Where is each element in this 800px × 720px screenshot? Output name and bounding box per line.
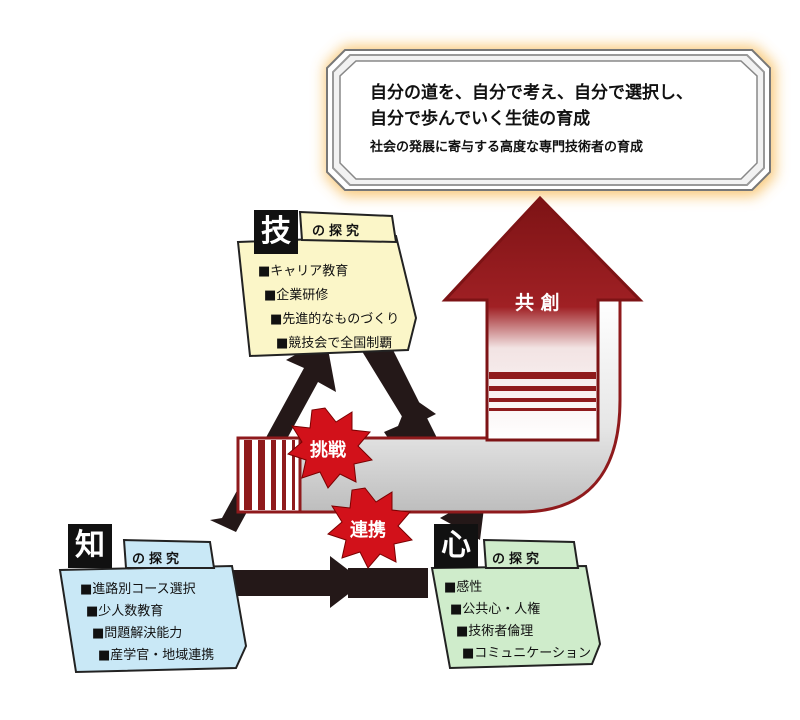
waza-tag: の探究: [312, 224, 364, 239]
chi-card: [58, 538, 248, 674]
cooperation-label: 連携: [350, 520, 386, 541]
waza-item-1: ■キャリア教育: [258, 264, 349, 279]
challenge-label: 挑戦: [310, 440, 346, 461]
chi-item-1: ■進路別コース選択: [80, 582, 196, 597]
waza-item-4: ■競技会で全国制覇: [276, 336, 393, 351]
goal-line-1: 自分の道を、自分で考え、自分で選択し、: [370, 83, 693, 103]
chi-kanji: 知: [68, 524, 112, 568]
chi-item-2: ■少人数教育: [86, 604, 164, 619]
chi-item-4: ■産学官・地域連携: [98, 648, 215, 663]
waza-item-3: ■先進的なものづくり: [270, 312, 400, 327]
goal-frame: [325, 46, 775, 196]
goal-line-2: 自分で歩んでいく生徒の育成: [370, 109, 591, 129]
kokoro-tag: の探究: [492, 552, 544, 567]
kokoro-card: [430, 538, 602, 670]
chi-tag: の探究: [132, 552, 184, 567]
kokoro-item-2: ■公共心・人権: [450, 602, 541, 617]
kokoro-kanji: 心: [434, 524, 478, 568]
kokoro-item-1: ■感性: [444, 580, 483, 595]
challenge-burst: [287, 407, 373, 489]
goal-line-3: 社会の発展に寄与する高度な専門技術者の育成: [370, 140, 644, 155]
waza-item-2: ■企業研修: [264, 288, 329, 303]
chi-item-3: ■問題解決能力: [92, 626, 183, 641]
cooperation-burst: [327, 487, 413, 569]
waza-card: [236, 210, 418, 358]
kokoro-item-4: ■コミュニケーション: [462, 646, 592, 661]
kokoro-item-3: ■技術者倫理: [456, 624, 534, 639]
waza-kanji: 技: [254, 210, 298, 254]
co-creation-label: 共 創: [515, 292, 560, 314]
